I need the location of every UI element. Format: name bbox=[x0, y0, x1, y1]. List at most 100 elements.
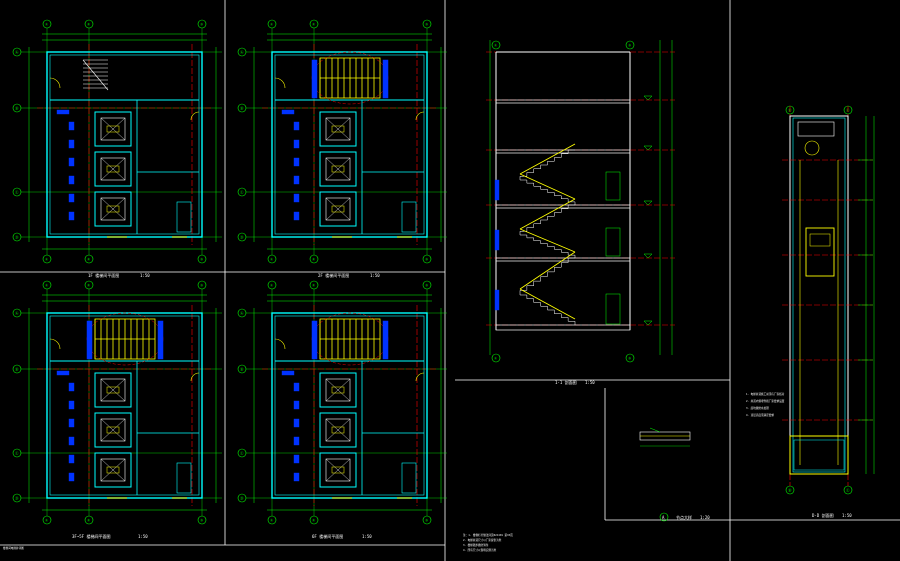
axis-bubble-col-circle bbox=[197, 19, 207, 29]
elevator-shaft bbox=[319, 372, 357, 408]
elevator-cross bbox=[100, 157, 126, 181]
axis-bubble-col: ② bbox=[87, 283, 91, 287]
axis-bubble-col: ③ bbox=[200, 257, 204, 261]
elevator-car bbox=[100, 458, 126, 482]
axis-bubble-col-circle bbox=[422, 19, 432, 29]
axis-bubble-col-circle bbox=[42, 19, 52, 29]
detail-tag-circle bbox=[659, 512, 669, 522]
axis-bubble-col-circle bbox=[491, 40, 501, 50]
elevator-section-scale: 1:50 bbox=[842, 513, 852, 518]
stair-handrail bbox=[519, 228, 576, 253]
axis-bubble-row-circle bbox=[237, 47, 247, 57]
ground-slab bbox=[495, 324, 631, 331]
door-swing bbox=[49, 338, 61, 350]
axis-bubble-col-circle bbox=[625, 353, 635, 363]
axis-bubble-col-circle bbox=[84, 19, 94, 29]
axis-bubble-row-circle bbox=[12, 232, 22, 242]
door-swing bbox=[190, 372, 200, 382]
note-line: 4. 所有尺寸以现场实测为准 bbox=[463, 548, 497, 552]
general-notes: 注：1. 楼梯栏杆做法详见02J401 第XX页 2. 电梯井道尺寸以厂家提供为… bbox=[463, 533, 513, 552]
elevator-counterweight bbox=[331, 466, 345, 474]
equipment-block bbox=[281, 370, 295, 376]
stair-flight bbox=[519, 257, 575, 295]
elevator-counterweight bbox=[331, 165, 345, 173]
elevator-car bbox=[805, 227, 835, 277]
equipment-block bbox=[86, 320, 93, 360]
axis-bubble-col: ③ bbox=[200, 518, 204, 522]
elevator-shaft bbox=[94, 412, 132, 448]
elevator-cross bbox=[325, 378, 351, 402]
outer-wall-inner bbox=[49, 54, 200, 235]
elevator-shaft bbox=[94, 111, 132, 147]
axis-bubble-col: ③ bbox=[628, 356, 632, 360]
equipment-block bbox=[293, 157, 300, 167]
axis-bubble-row-circle bbox=[237, 308, 247, 318]
elevator-counterweight bbox=[331, 205, 345, 213]
stair-arrow bbox=[82, 59, 109, 91]
axis-bubble-row-circle bbox=[12, 47, 22, 57]
elevator-cross bbox=[325, 458, 351, 482]
stair-section-scale: 1:50 bbox=[585, 380, 595, 385]
note-line: 2. 电梯井道尺寸以厂家提供为准 bbox=[463, 538, 502, 542]
axis-bubble-col: ② bbox=[312, 257, 316, 261]
equipment-block bbox=[68, 382, 75, 392]
stair-flight bbox=[519, 149, 575, 180]
machine-room bbox=[797, 121, 835, 137]
door-frame bbox=[605, 293, 621, 325]
detail-tag: A bbox=[662, 515, 665, 520]
axis-bubble-row-circle bbox=[237, 364, 247, 374]
elevator-car bbox=[325, 157, 351, 181]
axis-bubble-col-circle bbox=[267, 254, 277, 264]
elevator-section-caption: D-D 剖面图 bbox=[812, 512, 834, 518]
axis-bubble-col: ① bbox=[45, 518, 49, 522]
elevator-shaft bbox=[94, 191, 132, 227]
axis-bubble-row: Ⓑ bbox=[15, 366, 19, 371]
plan-scale-2f: 1:50 bbox=[370, 273, 380, 278]
equipment-block bbox=[68, 454, 75, 464]
axis-bubble-row: Ⓐ bbox=[240, 310, 244, 315]
equipment-block bbox=[68, 400, 75, 410]
axis-bubble-row-circle bbox=[12, 448, 22, 458]
axis-bubble-col: ② bbox=[87, 518, 91, 522]
level-marker bbox=[643, 320, 653, 326]
elevator-pit bbox=[789, 435, 849, 475]
stair-flight bbox=[520, 234, 576, 258]
elevator-car bbox=[100, 157, 126, 181]
equipment-block bbox=[293, 139, 300, 149]
axis-bubble-row: Ⓐ bbox=[15, 310, 19, 315]
axis-bubble-col: ③ bbox=[425, 257, 429, 261]
equipment-block bbox=[68, 175, 75, 185]
equipment-block bbox=[293, 436, 300, 446]
axis-bubble-col-circle bbox=[84, 254, 94, 264]
equipment-block bbox=[68, 157, 75, 167]
axis-bubble-col: ② bbox=[312, 283, 316, 287]
plan-scale-6f: 1:50 bbox=[362, 534, 372, 539]
axis-bubble-col-circle bbox=[42, 515, 52, 525]
elevator-counterweight bbox=[106, 165, 120, 173]
note-line: 2. 井道内预埋件按厂家要求设置 bbox=[746, 399, 785, 403]
axis-bubble-row: Ⓑ bbox=[15, 105, 19, 110]
axis-bubble-col: ③ bbox=[200, 22, 204, 26]
axis-bubble-row: Ⓓ bbox=[240, 234, 244, 239]
elevator-counterweight bbox=[331, 386, 345, 394]
shaft-duct bbox=[401, 462, 417, 494]
equipment-block bbox=[56, 109, 70, 115]
axis-bubble-col: ① bbox=[45, 283, 49, 287]
elevator-car bbox=[325, 117, 351, 141]
shaft-duct bbox=[176, 462, 192, 494]
stair-flight bbox=[520, 179, 576, 205]
level-marker bbox=[643, 253, 653, 259]
axis-bubble-row: Ⓑ bbox=[240, 105, 244, 110]
stair-handrail bbox=[519, 143, 576, 175]
note-line: 4. 顶层高度须满足要求 bbox=[746, 413, 774, 417]
axis-bubble-col: ① bbox=[270, 518, 274, 522]
equipment-block bbox=[293, 175, 300, 185]
axis-bubble-col-circle bbox=[422, 515, 432, 525]
equipment-block bbox=[68, 418, 75, 428]
axis-bubble-col-circle bbox=[309, 19, 319, 29]
axis-bubble-col: ① bbox=[270, 283, 274, 287]
floor-slab bbox=[495, 257, 631, 262]
